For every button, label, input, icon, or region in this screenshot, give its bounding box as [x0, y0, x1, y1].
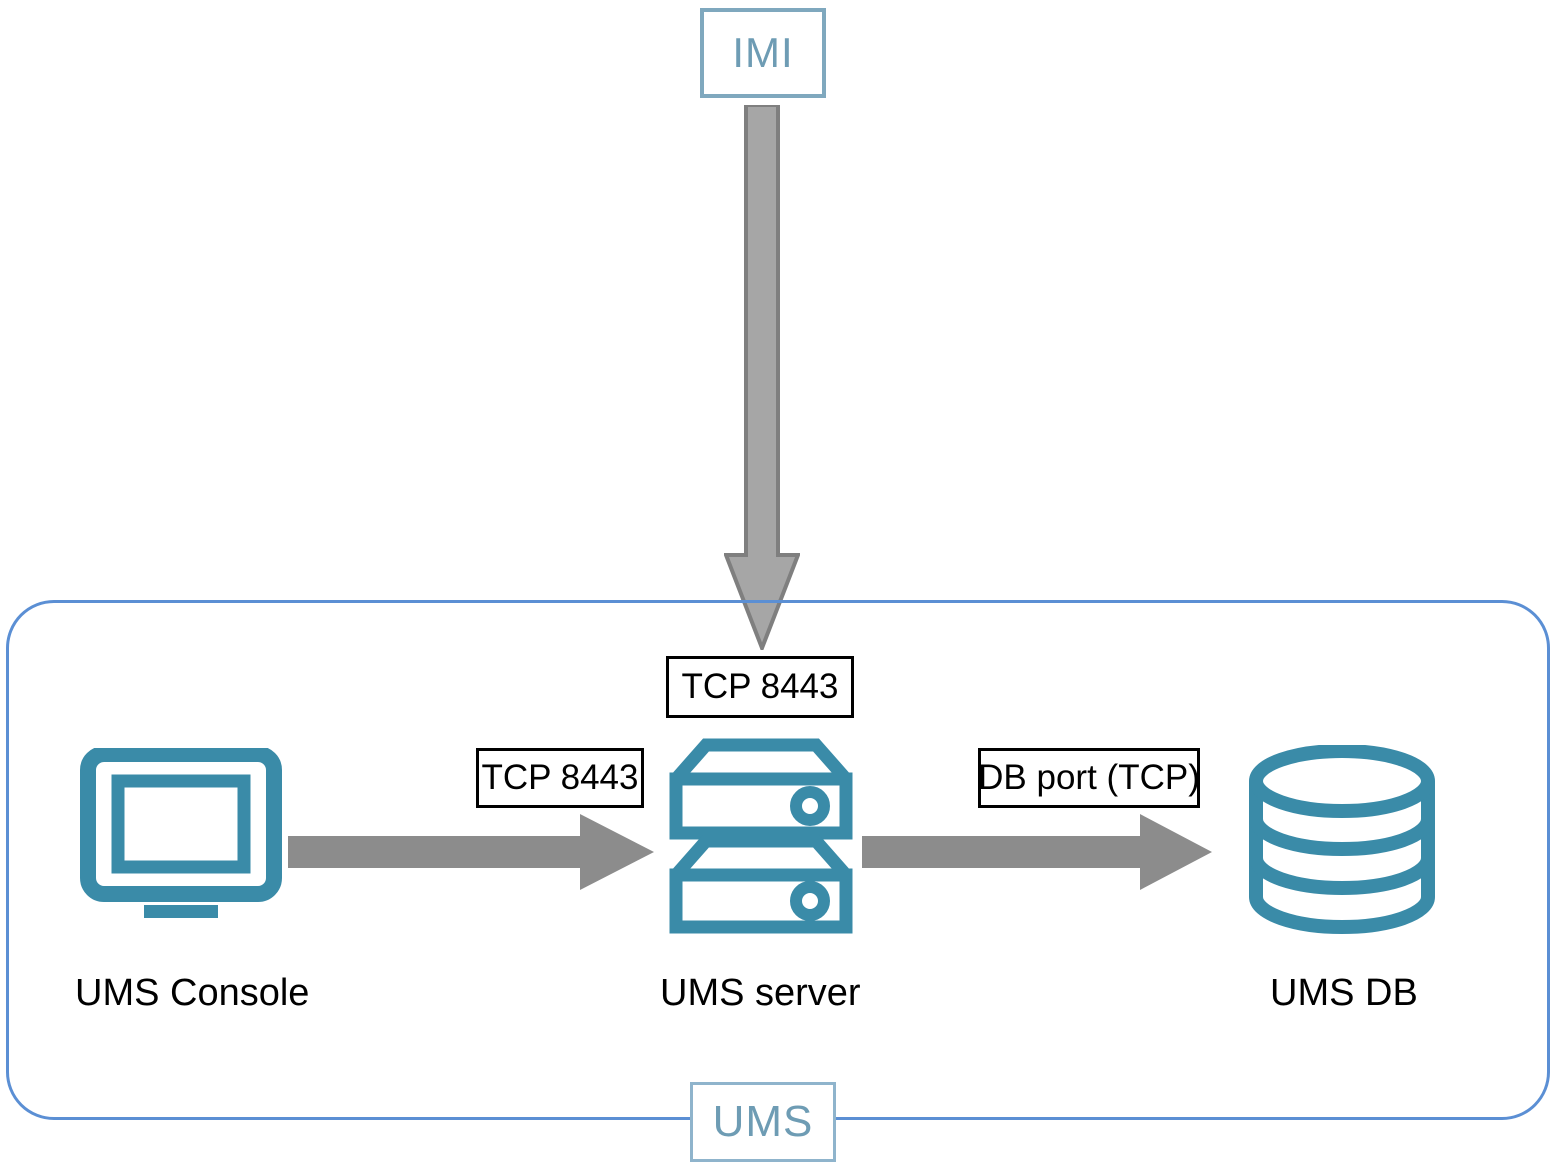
- node-ums-server[interactable]: [662, 735, 860, 935]
- connection-label-imi-to-server: TCP 8443: [666, 656, 854, 718]
- imi-source-box: IMI: [700, 8, 826, 98]
- ums-zone-tag: UMS: [690, 1082, 836, 1162]
- right-arrow-icon: [288, 814, 654, 890]
- database-cylinder-icon: [1249, 744, 1435, 934]
- connection-label-text: TCP 8443: [681, 667, 839, 706]
- node-caption-ums-console: UMS Console: [75, 972, 310, 1014]
- connection-label-text: TCP 8443: [481, 758, 639, 797]
- node-caption-ums-server: UMS server: [660, 972, 861, 1014]
- node-ums-db[interactable]: [1244, 744, 1440, 935]
- down-arrow-icon: [723, 103, 801, 654]
- connection-label-server-to-db: DB port (TCP): [978, 748, 1200, 808]
- connection-label-text: DB port (TCP): [978, 758, 1200, 797]
- arrow-server-to-db: [862, 812, 1214, 892]
- ums-zone-tag-label: UMS: [712, 1097, 814, 1146]
- imi-label: IMI: [732, 29, 794, 76]
- node-ums-console[interactable]: [80, 746, 282, 926]
- right-arrow-icon: [862, 814, 1212, 890]
- connection-label-console-to-server: TCP 8443: [476, 748, 644, 808]
- server-rack-icon: [669, 738, 853, 934]
- node-caption-ums-db: UMS DB: [1270, 972, 1418, 1014]
- monitor-icon: [80, 746, 282, 918]
- arrow-imi-to-server: [723, 103, 801, 654]
- arrow-console-to-server: [288, 812, 656, 892]
